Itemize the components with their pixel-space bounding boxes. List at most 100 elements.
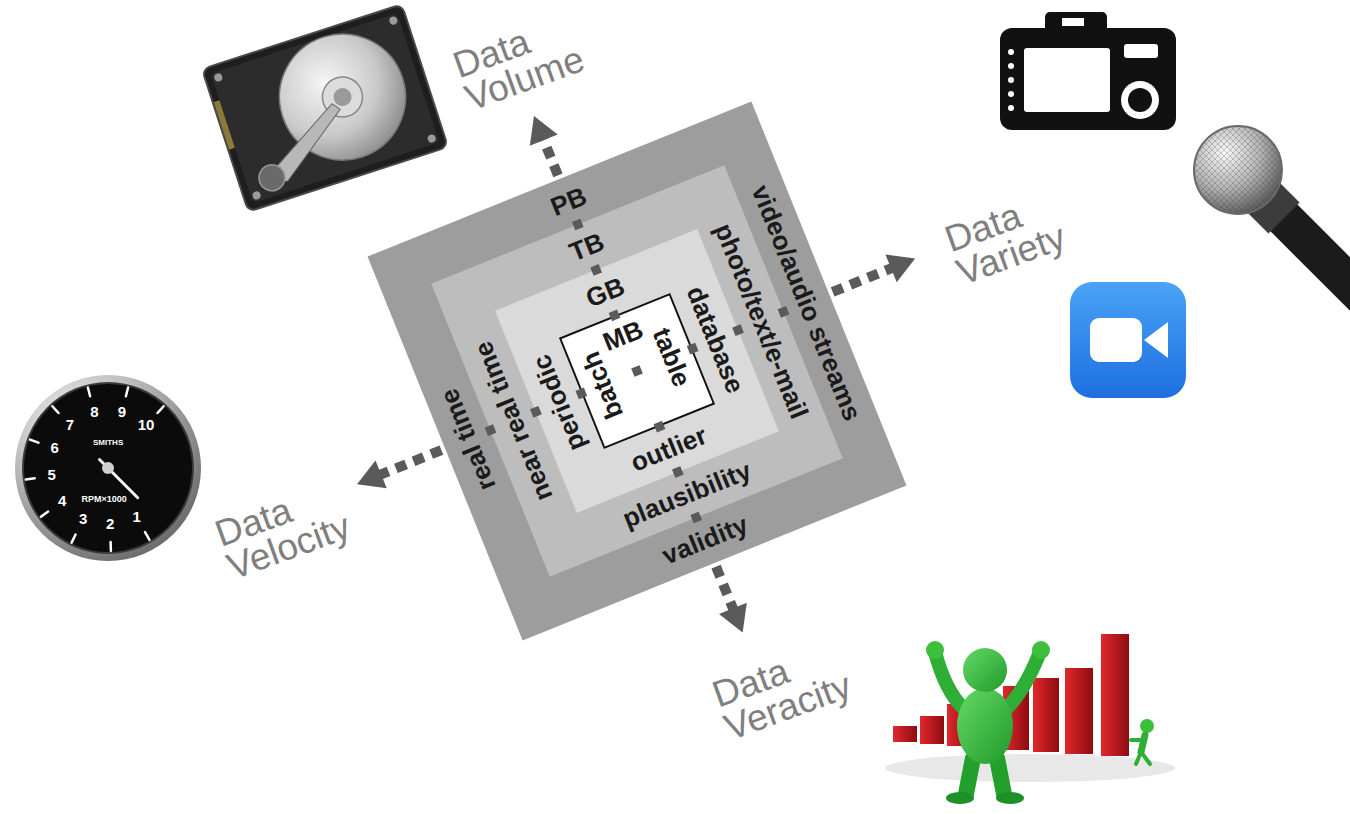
axis-label: Data Veracity (708, 635, 856, 746)
disk-platter (263, 18, 422, 177)
rotated-frame: PBvideo/audio streamsvalidityreal timeTB… (368, 102, 907, 641)
figure-hand (1032, 641, 1050, 659)
axis-arrow-shaft (716, 567, 734, 611)
gauge-tick (30, 440, 38, 443)
axis-arrow-shaft (379, 450, 441, 475)
video-icon-tile (1070, 282, 1186, 398)
level-label: MB (599, 315, 647, 357)
gauge-number: 8 (90, 404, 98, 421)
figure-foot (996, 792, 1024, 804)
gauge-tick (41, 512, 48, 517)
disk-actuator-pivot (256, 161, 289, 194)
gauge-number: 1 (133, 509, 141, 526)
camera-viewfinder (1062, 18, 1084, 26)
gauge-number: 6 (50, 440, 58, 457)
axis-dash (609, 310, 621, 322)
chart-bar (1033, 678, 1059, 752)
video-icon-lens (1144, 322, 1168, 358)
axis-arrow-shaft (833, 268, 893, 292)
disk-case (202, 4, 448, 212)
gauge-number: 5 (48, 467, 56, 484)
gauge-needle (100, 460, 138, 498)
chart-bar (920, 716, 944, 744)
chart-shadow (885, 754, 1175, 782)
microphone (1194, 126, 1350, 306)
axis-arrow-head (719, 603, 757, 638)
axis-dash (687, 343, 699, 355)
gauge-tick (88, 388, 90, 397)
axis-dash (672, 466, 684, 478)
camera-button (1008, 91, 1014, 97)
axis-dash (778, 306, 790, 318)
axis-arrow (520, 110, 572, 181)
gauge-number: 10 (138, 417, 155, 434)
figure-body (957, 688, 1013, 764)
axis-dash (732, 324, 744, 336)
gauge-dial (24, 384, 192, 552)
camera-screen (1024, 48, 1110, 112)
disk-connector (214, 100, 235, 149)
disk-case-inner (211, 13, 439, 203)
gauge-tick (126, 388, 128, 397)
disk-screw (213, 72, 223, 82)
gauge-number: 7 (66, 417, 74, 434)
gauge-tick (26, 478, 35, 479)
axis-label: Data Variety (940, 186, 1070, 290)
level-label: TB (565, 227, 608, 266)
axis-arrow-head (885, 245, 920, 283)
gauge-unit: RPM×1000 (82, 495, 127, 505)
figure-hand (926, 641, 944, 659)
axis-dash (576, 388, 588, 400)
small-figure-arm (1131, 738, 1143, 742)
axis-dash (485, 424, 497, 436)
disk-screw (388, 16, 398, 26)
gauge-tick (109, 542, 112, 551)
hard-disk (202, 4, 448, 212)
figure-leg (997, 758, 1004, 794)
gauge-tick (53, 406, 59, 413)
tachometer (15, 375, 201, 561)
figure-leg (966, 758, 973, 794)
figure-head (963, 648, 1007, 692)
gauge-ticks (26, 388, 164, 551)
camera-button (1124, 44, 1158, 58)
gauge-number: 9 (118, 404, 126, 421)
small-figure-head (1140, 719, 1154, 733)
gauge-hub (102, 462, 114, 474)
axis-arrow (702, 561, 756, 638)
level-label: GB (582, 272, 629, 313)
axis-arrow-head (351, 460, 386, 498)
gauge-number: 3 (79, 511, 87, 528)
camera-button (1008, 105, 1014, 111)
camera-body (1000, 28, 1176, 130)
axis-label: Data Volume (448, 8, 588, 116)
small-figure-leg (1141, 752, 1150, 764)
camera-icon (1000, 12, 1176, 130)
video-icon-body (1090, 318, 1142, 362)
axis-dash (631, 365, 643, 377)
gauge-bezel (22, 382, 194, 554)
axis-dash (530, 406, 542, 418)
camera-button (1008, 63, 1014, 69)
camera-button (1008, 49, 1014, 55)
level-label: PB (547, 182, 591, 222)
camera-dial (1121, 81, 1159, 119)
gauge-rim (15, 375, 201, 561)
microphone-head (1194, 126, 1282, 214)
axis-arrow (827, 245, 921, 306)
chart-bar (893, 726, 917, 742)
figure-arm (1007, 652, 1040, 708)
axis-arrow-shaft (543, 138, 558, 175)
chart-bar (1065, 668, 1093, 754)
axis-dash (572, 219, 584, 231)
microphone-grille (1194, 126, 1282, 214)
level-label: table (647, 323, 696, 390)
axis-dash (690, 512, 702, 524)
growth-chart (885, 634, 1175, 804)
disk-screw (252, 190, 262, 200)
figure-arm (935, 652, 963, 708)
chart-bar (1101, 634, 1129, 756)
level-label: batch (576, 347, 628, 422)
small-figure-body (1141, 735, 1145, 752)
